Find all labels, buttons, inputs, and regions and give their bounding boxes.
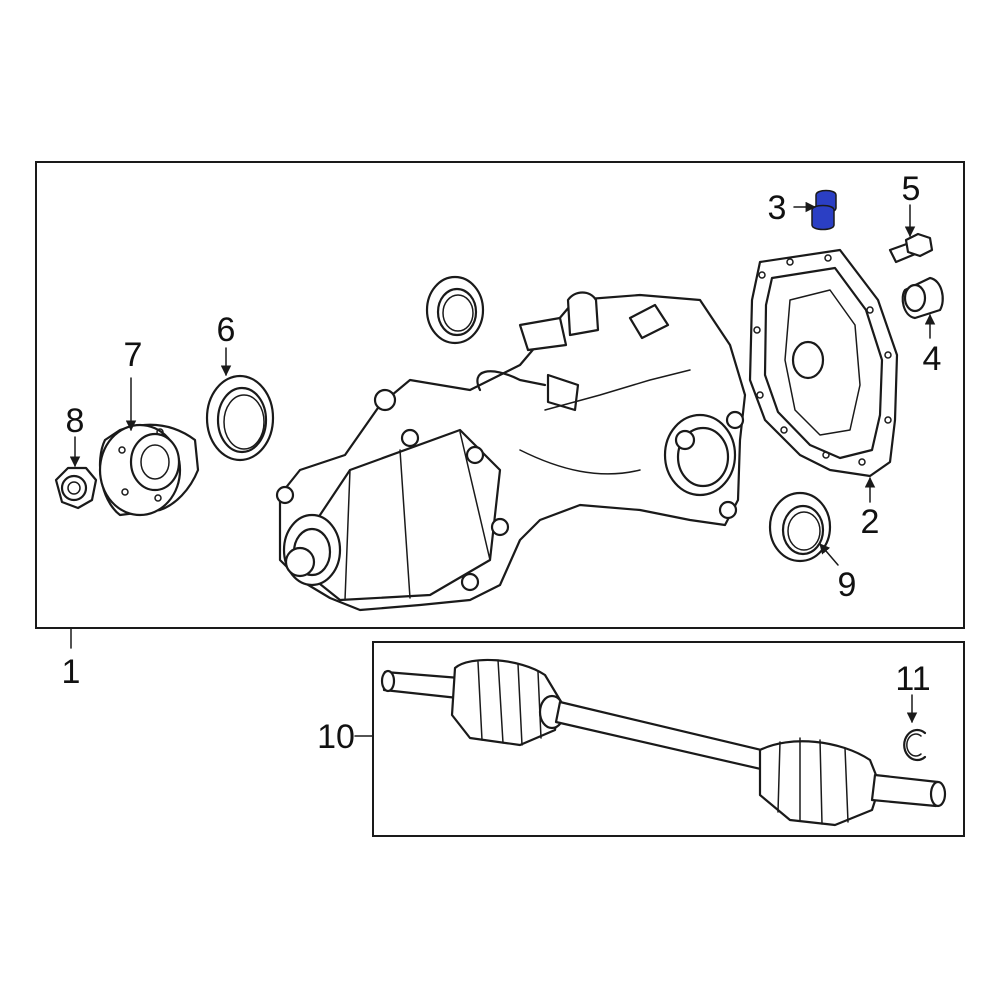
callout-1: 1 — [62, 653, 81, 691]
callout-11: 11 — [895, 660, 930, 698]
circlip-part[interactable] — [903, 728, 927, 762]
axle-seal-part[interactable] — [768, 491, 832, 563]
rear-cover-part[interactable] — [748, 248, 899, 478]
companion-flange-part[interactable] — [98, 423, 200, 517]
assembly-frame — [35, 161, 965, 629]
callout-9: 9 — [838, 566, 857, 604]
axle-shaft-frame — [372, 641, 965, 837]
pinion-seal-part[interactable] — [205, 374, 275, 462]
callout-8: 8 — [66, 402, 85, 440]
callout-4: 4 — [923, 340, 942, 378]
axle-seal-upper-part[interactable] — [425, 275, 485, 345]
leader-lines — [69, 201, 936, 737]
bushing-part[interactable] — [901, 276, 944, 320]
callout-3: 3 — [768, 189, 787, 227]
fill-plug-part[interactable] — [811, 189, 837, 231]
cover-bolt-part[interactable] — [888, 232, 934, 264]
axle-shaft-part[interactable] — [380, 658, 947, 827]
callout-2: 2 — [861, 503, 880, 541]
flange-nut-part[interactable] — [54, 466, 98, 510]
callout-10: 10 — [317, 718, 355, 756]
callout-6: 6 — [217, 311, 236, 349]
differential-housing-part[interactable] — [275, 291, 747, 612]
callout-7: 7 — [124, 336, 143, 374]
callout-5: 5 — [902, 170, 921, 208]
